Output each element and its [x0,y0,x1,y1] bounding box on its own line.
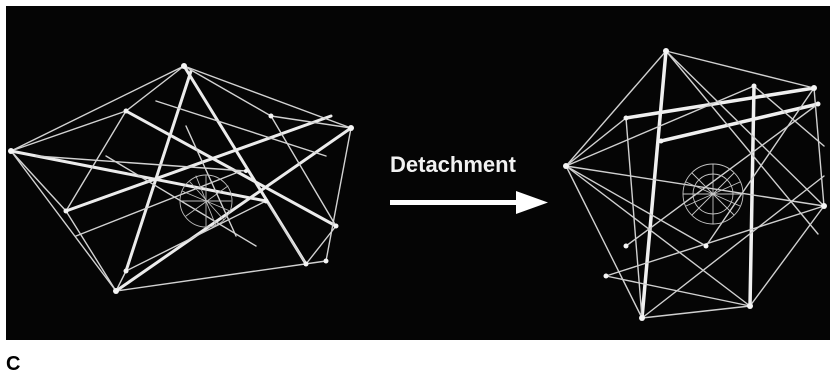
panel-letter: C [6,353,21,375]
left-nucleus [179,174,233,228]
left-strings [10,65,352,292]
right-strings [565,50,825,319]
left-joints [8,63,354,294]
right-joints [563,48,827,321]
tensegrity-photo: Detachment [6,6,830,340]
left-tensegrity-model [8,63,354,294]
right-nucleus [682,163,744,225]
detachment-label: Detachment [390,152,517,177]
arrow-right-icon [390,191,548,214]
right-tensegrity-model [563,48,827,321]
tensegrity-photo-panel: Detachment [6,6,830,340]
photo-background [6,6,830,340]
